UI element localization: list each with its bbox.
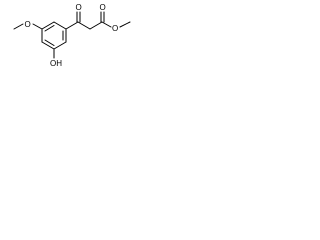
side-chain-bond <box>77 21 91 30</box>
methoxy-bond <box>13 23 24 30</box>
ester-methyl-bond <box>119 21 131 28</box>
ring-inner-double-bond <box>44 39 55 46</box>
molecule-diagram: O O O O OH <box>13 3 131 68</box>
side-chain-bond <box>89 21 103 30</box>
methoxy-oxygen-label: O <box>25 20 31 29</box>
bonds-group <box>13 11 131 59</box>
ester-single-bond <box>101 21 112 28</box>
hydroxyl-label: OH <box>50 59 62 68</box>
ketone-oxygen-label: O <box>76 3 82 12</box>
ring-bond <box>53 41 67 50</box>
ring-bond <box>53 21 67 30</box>
ring-bond <box>41 41 55 50</box>
ester-carbonyl-oxygen-label: O <box>100 3 106 12</box>
side-chain-bond <box>65 21 79 30</box>
chemical-structure-canvas: O O O O OH <box>0 0 144 74</box>
methoxy-bond <box>32 23 43 30</box>
ring-bond <box>41 21 55 30</box>
ring-inner-double-bond <box>44 25 55 32</box>
ester-ether-oxygen-label: O <box>112 24 118 33</box>
